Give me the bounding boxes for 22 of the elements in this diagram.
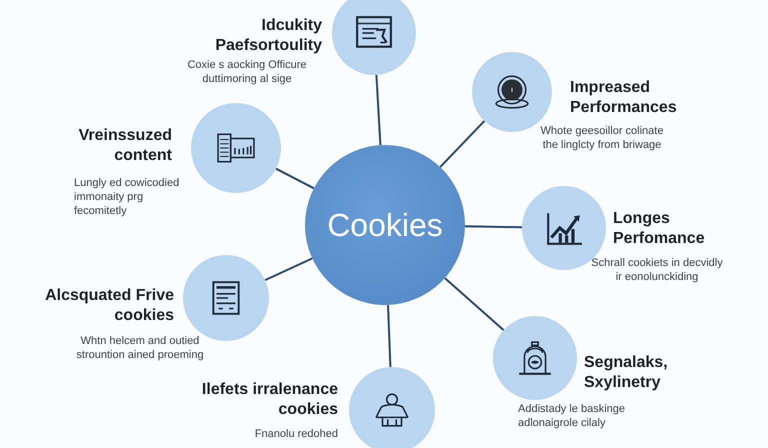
feature-title: Vreinssuzed content [78, 126, 172, 166]
connector-line [264, 258, 313, 281]
feature-description: Lungly ed cowicodied immonaity prg fecomitetly [74, 176, 180, 218]
connector-line [375, 74, 382, 146]
feature-description: Coxie s aocking Officure duttimoring al sige [186, 58, 308, 86]
feature-title: Ilefets irralenance cookies [200, 380, 338, 420]
feature-title: Impreased Performances [570, 78, 678, 118]
feature-description: Schrall cookiets in decvidly ir eonolunckiding [590, 256, 724, 284]
connector-line [439, 120, 486, 168]
feature-description: Fnanolu redohed [254, 427, 338, 441]
feature-description: Whtn helcem and outied strountion ained proeming [75, 334, 205, 362]
feature-title: Segnalaks, Sxylinetry [584, 353, 669, 393]
feature-title: Longes Perfomance [613, 209, 706, 249]
connector-line [444, 277, 504, 331]
connector-line [276, 168, 314, 190]
connector-line [464, 225, 522, 228]
center-label: Cookies [327, 206, 443, 244]
feature-description: Addistady le baskinge adlonaigrole cilaly [518, 402, 626, 430]
feature-description: Whote geesoillor colinate the linglcty from briwage [540, 124, 664, 152]
feature-title: Idcukity Paefsortoulity [214, 16, 322, 56]
feature-title: Alcsquated Frive cookies [44, 286, 174, 326]
connector-line [387, 304, 392, 368]
